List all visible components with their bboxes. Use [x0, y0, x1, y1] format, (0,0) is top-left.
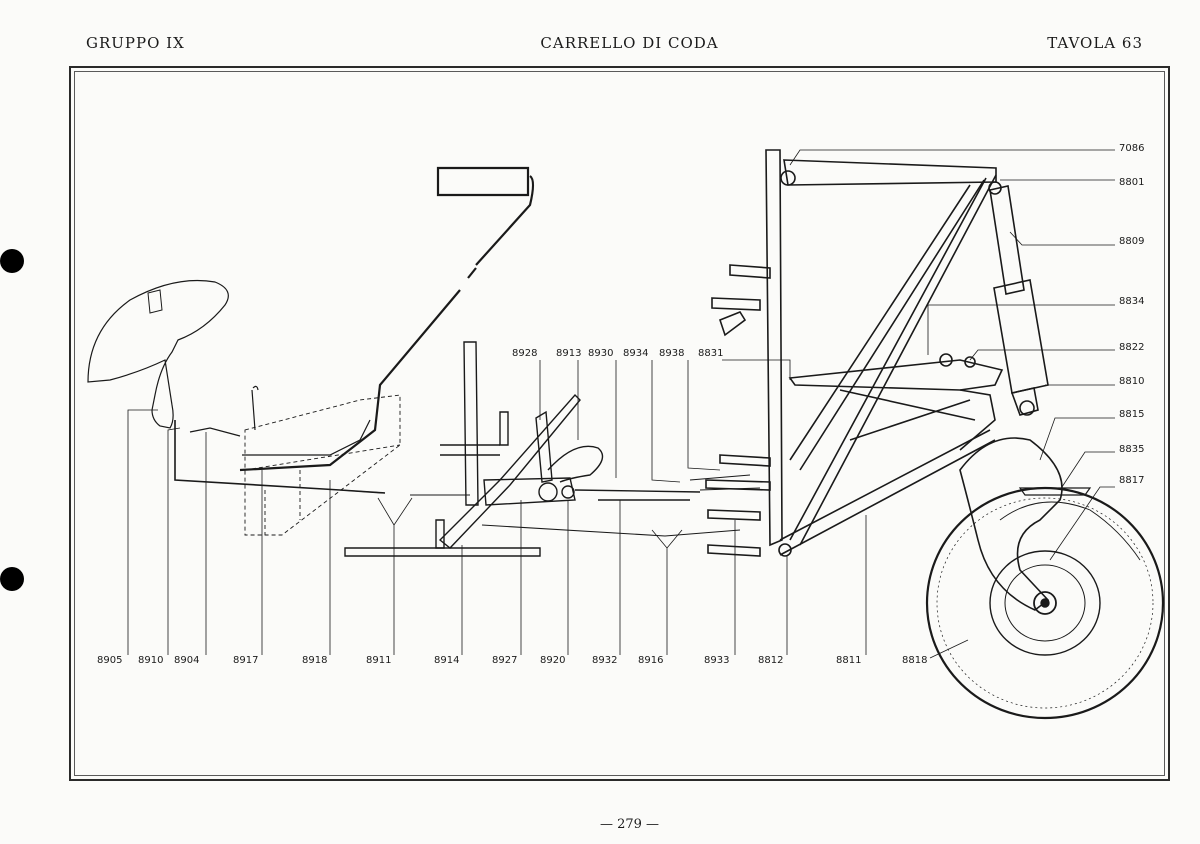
part-label: 8917 — [233, 655, 259, 666]
leader-lines-top — [539, 359, 791, 483]
wheel-fork — [959, 437, 1063, 611]
part-label: 8801 — [1119, 177, 1145, 188]
binder-hole-bottom — [0, 567, 24, 591]
part-label: 8910 — [138, 655, 164, 666]
part-label: 8815 — [1119, 409, 1145, 420]
part-label: 8918 — [302, 655, 328, 666]
part-label: 8913 — [556, 348, 582, 359]
part-label: 8831 — [698, 348, 724, 359]
part-label: 8817 — [1119, 475, 1145, 486]
part-label: 8927 — [492, 655, 518, 666]
part-label: 8916 — [638, 655, 664, 666]
seat-plate — [87, 279, 229, 429]
tail-wheel — [925, 486, 1165, 720]
page-title: CARRELLO DI CODA — [540, 34, 719, 52]
group-title: GRUPPO IX — [86, 34, 185, 52]
part-label: 8834 — [1119, 296, 1145, 307]
part-label: 8822 — [1119, 342, 1145, 353]
binder-hole-top — [0, 249, 24, 273]
page-header: GRUPPO IX CARRELLO DI CODA TAVOLA 63 — [0, 0, 1200, 60]
cable-bellcrank — [344, 341, 701, 557]
part-label: 8911 — [366, 655, 392, 666]
leader-lines-bottom — [127, 409, 969, 659]
part-label: 8818 — [902, 655, 928, 666]
part-label: 7086 — [1119, 143, 1145, 154]
part-label: 8930 — [588, 348, 614, 359]
part-label: 8914 — [434, 655, 460, 666]
shock-absorber — [989, 185, 1049, 416]
part-label: 8932 — [592, 655, 618, 666]
page-number: — 279 — — [599, 817, 660, 832]
part-label: 8934 — [623, 348, 649, 359]
part-label: 8810 — [1119, 376, 1145, 387]
part-label: 8835 — [1119, 444, 1145, 455]
part-label: 8933 — [704, 655, 730, 666]
part-label: 8811 — [836, 655, 862, 666]
part-label: 8905 — [97, 655, 123, 666]
drawing-frame — [69, 66, 1170, 781]
part-label: 8938 — [659, 348, 685, 359]
part-label: 8809 — [1119, 236, 1145, 247]
part-label: 8920 — [540, 655, 566, 666]
control-rod — [239, 166, 535, 472]
part-label: 8904 — [174, 655, 200, 666]
part-label: 8812 — [758, 655, 784, 666]
plate-number: TAVOLA 63 — [1047, 34, 1143, 52]
part-label: 8928 — [512, 348, 538, 359]
tail-strut-frame — [705, 149, 1004, 557]
